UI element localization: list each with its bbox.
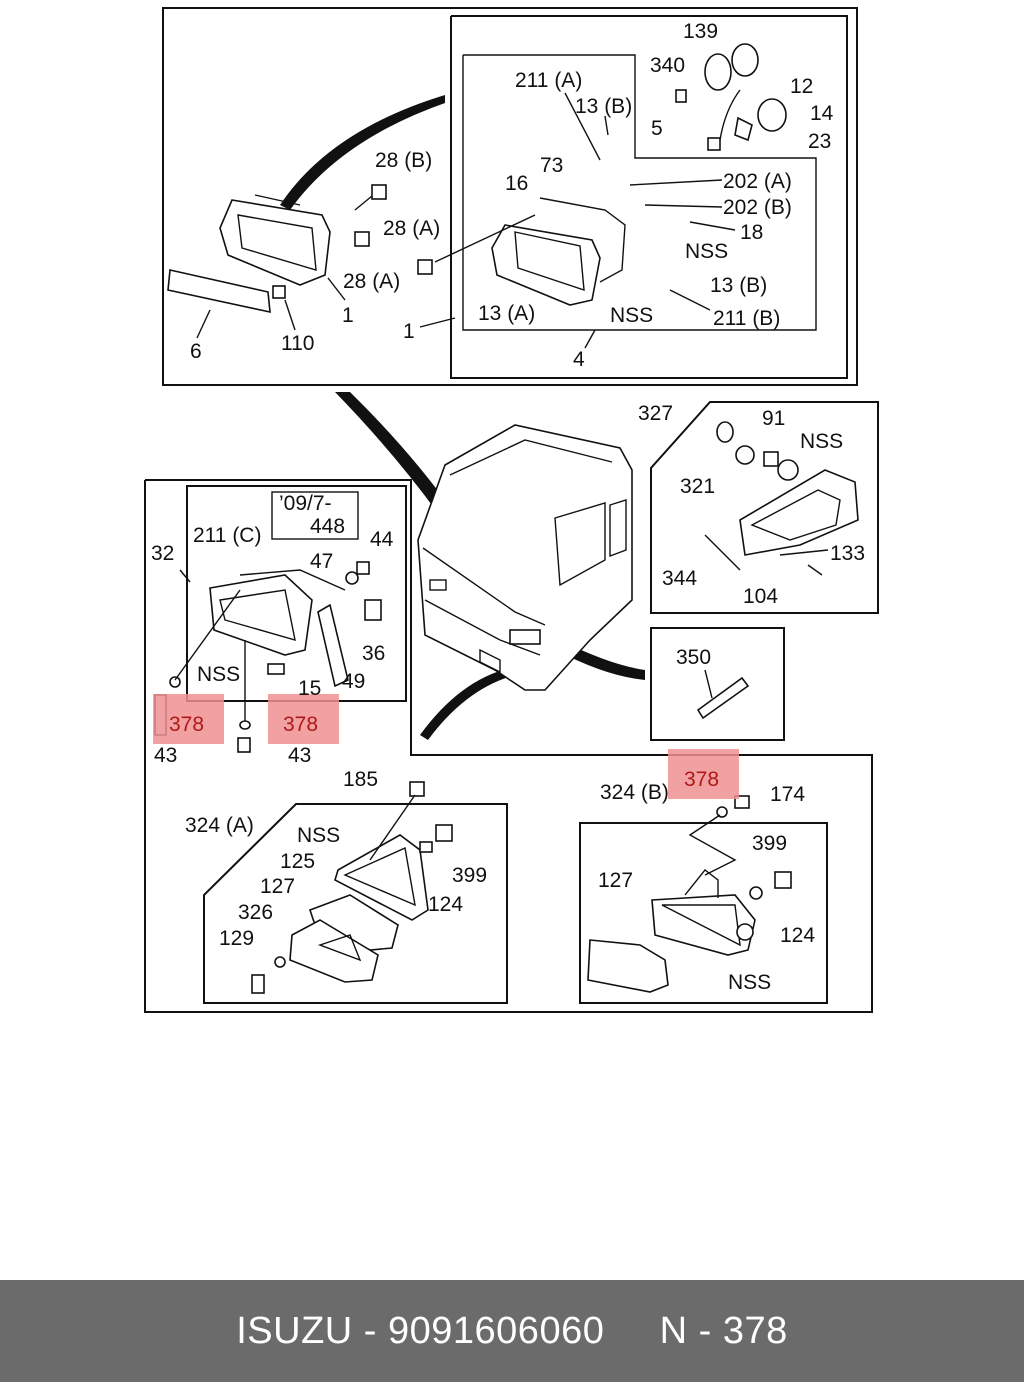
label-399-b: 399 — [752, 832, 787, 855]
label-174: 174 — [770, 783, 805, 806]
label-202b: 202 (B) — [723, 196, 792, 219]
parts-diagram: 139 340 12 14 5 23 211 (A) 13 (B) 73 16 … — [144, 7, 879, 1013]
label-327: 327 — [638, 402, 673, 425]
label-36: 36 — [362, 642, 385, 665]
headlamp-assembly-section — [162, 7, 858, 386]
label-43-a: 43 — [154, 744, 177, 767]
part-labels: 139 340 12 14 5 23 211 (A) 13 (B) 73 16 … — [151, 20, 865, 994]
fog-lamp-section — [154, 485, 407, 753]
label-344: 344 — [662, 567, 697, 590]
label-nss-b: NSS — [610, 304, 653, 327]
label-185: 185 — [343, 768, 378, 791]
highlight-378-middle — [268, 694, 339, 744]
label-15: 15 — [298, 677, 321, 700]
clearance-lamp-a-section — [203, 781, 508, 1004]
reflector-section — [650, 627, 785, 741]
label-nss-e: NSS — [297, 824, 340, 847]
label-nss-f: NSS — [728, 971, 771, 994]
label-nss-a: NSS — [685, 240, 728, 263]
label-124-a: 124 — [428, 893, 463, 916]
label-6: 6 — [190, 340, 202, 363]
label-125: 125 — [280, 850, 315, 873]
part-number-caption: ISUZU - 9091606060 N - 378 — [236, 1309, 788, 1352]
label-91: 91 — [762, 407, 785, 430]
label-133: 133 — [830, 542, 865, 565]
label-28b: 28 (B) — [375, 149, 432, 172]
label-13b-mid: 13 (B) — [710, 274, 767, 297]
label-378-a: 378 — [169, 713, 204, 736]
label-13a: 13 (A) — [478, 302, 535, 325]
label-1-inner: 1 — [403, 320, 415, 343]
truck-cab-drawing — [417, 424, 633, 691]
label-202a: 202 (A) — [723, 170, 792, 193]
label-16: 16 — [505, 172, 528, 195]
label-13b-top: 13 (B) — [575, 95, 632, 118]
footer-bar: ISUZU - 9091606060 N - 378 — [0, 1280, 1024, 1382]
label-324a: 324 (A) — [185, 814, 254, 837]
label-nss-d: NSS — [197, 663, 240, 686]
label-28a-right: 28 (A) — [383, 217, 440, 240]
label-43-b: 43 — [288, 744, 311, 767]
label-124-b: 124 — [780, 924, 815, 947]
label-44: 44 — [370, 528, 394, 551]
label-378-b: 378 — [283, 713, 318, 736]
label-399-a: 399 — [452, 864, 487, 887]
label-date-note: ’09/7- — [279, 492, 332, 515]
label-321: 321 — [680, 475, 715, 498]
label-324b: 324 (B) — [600, 781, 669, 804]
label-32: 32 — [151, 542, 174, 565]
label-14: 14 — [810, 102, 834, 125]
highlight-378-right — [668, 749, 739, 799]
label-nss-c: NSS — [800, 430, 843, 453]
label-127-b: 127 — [598, 869, 633, 892]
label-104: 104 — [743, 585, 778, 608]
highlight-378-left — [153, 694, 224, 744]
label-23: 23 — [808, 130, 831, 153]
label-127-a: 127 — [260, 875, 295, 898]
label-326: 326 — [238, 901, 273, 924]
label-1-outer: 1 — [342, 304, 354, 327]
clearance-lamp-b-section — [579, 795, 828, 1004]
label-18: 18 — [740, 221, 763, 244]
label-28a-low: 28 (A) — [343, 270, 400, 293]
label-350: 350 — [676, 646, 711, 669]
label-378-c: 378 — [684, 768, 719, 791]
label-211c: 211 (C) — [193, 524, 261, 547]
label-49: 49 — [342, 670, 365, 693]
label-211a: 211 (A) — [515, 69, 582, 92]
label-4: 4 — [573, 348, 585, 371]
side-turn-lamp-section — [650, 401, 879, 614]
label-73: 73 — [540, 154, 563, 177]
label-5: 5 — [651, 117, 663, 140]
label-47: 47 — [310, 550, 333, 573]
label-340: 340 — [650, 54, 685, 77]
label-448: 448 — [310, 515, 345, 538]
label-129: 129 — [219, 927, 254, 950]
label-139: 139 — [683, 20, 718, 43]
label-110: 110 — [281, 332, 314, 355]
label-12: 12 — [790, 75, 813, 98]
label-211b: 211 (B) — [713, 307, 780, 330]
